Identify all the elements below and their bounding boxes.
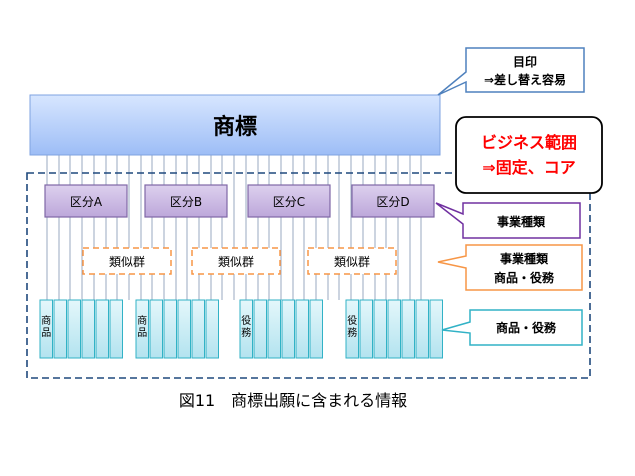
class-label: 区分C: [273, 195, 305, 209]
goods-bar: [429, 299, 443, 359]
mark-callout-line2: ⇒差し替え容易: [484, 72, 566, 87]
class-box: 区分B: [144, 184, 228, 218]
similar-callout-line2: 商品・役務: [494, 270, 555, 285]
similar-group-label: 類似群: [218, 255, 254, 269]
goods-bar: [135, 299, 149, 359]
similar-group-box: 類似群: [82, 247, 172, 275]
mark-callout: 目印 ⇒差し替え容易: [437, 47, 585, 96]
similar-group-rect: [82, 247, 172, 275]
goods-bar: [373, 299, 387, 359]
mark-callout-line1: 目印: [513, 55, 537, 69]
goods-bar-label-char: 務: [347, 326, 357, 339]
class-box-rect: [351, 184, 435, 218]
connector-lines: [46, 155, 422, 300]
goods-bar: [95, 299, 109, 359]
goods-bar: [281, 299, 295, 359]
goods-bar: [205, 299, 219, 359]
goods-group: 商品: [135, 299, 219, 359]
class-box-rect: [247, 184, 331, 218]
goods-bar: [253, 299, 267, 359]
similar-callout-line1: 事業種類: [500, 251, 549, 266]
similar-group-label: 類似群: [334, 255, 370, 269]
class-boxes: 区分A 区分B 区分C 区分D: [44, 184, 435, 218]
business-scope-line2: ⇒固定、コア: [482, 158, 575, 177]
business-scope-region: [26, 172, 591, 379]
similar-group-box: 類似群: [307, 247, 397, 275]
goods-group: 役務: [239, 299, 323, 359]
goods-bar: [239, 299, 253, 359]
goods-bar-label-char: 商: [137, 314, 147, 327]
goods-group: 役務: [345, 299, 443, 359]
similar-group-label: 類似群: [109, 255, 145, 269]
trademark-block: 商標: [29, 94, 441, 156]
similar-group-boxes: 類似群 類似群 類似群: [82, 247, 397, 275]
class-box-rect: [44, 184, 128, 218]
goods-bar-label-char: 品: [137, 327, 147, 339]
goods-bar: [191, 299, 205, 359]
class-box: 区分D: [351, 184, 435, 218]
goods-bar: [81, 299, 95, 359]
goods-bar: [295, 299, 309, 359]
goods-bar: [177, 299, 191, 359]
goods-bar-label-char: 品: [41, 327, 51, 339]
classes-callout: 事業種類: [435, 202, 581, 239]
goods-bar: [359, 299, 373, 359]
goods-bar-label-char: 役: [241, 314, 251, 327]
goods-bar-label-char: 務: [241, 326, 251, 339]
class-box: 区分C: [247, 184, 331, 218]
goods-bar: [267, 299, 281, 359]
class-label: 区分D: [376, 195, 409, 209]
goods-bar: [387, 299, 401, 359]
goods-bar: [345, 299, 359, 359]
goods-bar-label-char: 役: [347, 314, 357, 327]
goods-bar: [67, 299, 81, 359]
business-scope-line1: ビジネス範囲: [481, 133, 577, 152]
similar-callout: 事業種類 商品・役務: [437, 244, 583, 291]
goods-bar: [163, 299, 177, 359]
business-scope-callout: ビジネス範囲 ⇒固定、コア: [455, 116, 603, 194]
class-box-rect: [144, 184, 228, 218]
goods-bar-label-char: 商: [41, 314, 51, 327]
goods-bar: [309, 299, 323, 359]
similar-group-box: 類似群: [191, 247, 281, 275]
trademark-label: 商標: [213, 114, 257, 140]
goods-callout-text: 商品・役務: [496, 320, 557, 335]
goods-bar: [149, 299, 163, 359]
goods-bar: [401, 299, 415, 359]
goods-bar: [39, 299, 53, 359]
goods-bar: [109, 299, 123, 359]
class-label: 区分B: [170, 195, 202, 209]
class-label: 区分A: [70, 195, 103, 209]
class-box: 区分A: [44, 184, 128, 218]
similar-group-rect: [307, 247, 397, 275]
goods-bar: [53, 299, 67, 359]
figure-caption: 図11 商標出願に含まれる情報: [179, 391, 407, 410]
goods-bar: [415, 299, 429, 359]
goods-group: 商品: [39, 299, 123, 359]
goods-callout: 商品・役務: [441, 309, 583, 346]
classes-callout-text: 事業種類: [497, 214, 546, 229]
similar-group-rect: [191, 247, 281, 275]
